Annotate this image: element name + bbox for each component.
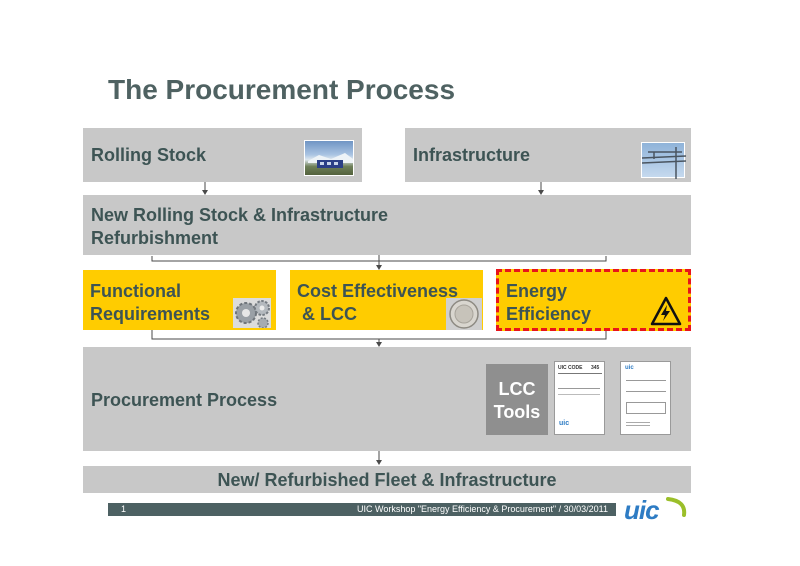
doc2-logo: uic bbox=[625, 365, 634, 371]
euro-coin-icon bbox=[449, 299, 479, 329]
doc1-logo: uic bbox=[559, 420, 570, 427]
rolling-stock-label: Rolling Stock bbox=[91, 145, 207, 165]
functional-requirements-box: Functional Requirements bbox=[83, 270, 276, 330]
lcc-label-line1: LCC bbox=[498, 379, 536, 399]
footer-text: UIC Workshop "Energy Efficiency & Procur… bbox=[356, 504, 608, 514]
uic-logo: UIC bbox=[624, 493, 690, 529]
refurbishment-box: New Rolling Stock & Infrastructure Refur… bbox=[83, 195, 691, 255]
procurement-process-box: Procurement Process LCC Tools UIC CODE 3… bbox=[83, 347, 691, 451]
fleet-box: New/ Refurbished Fleet & Infrastructure bbox=[83, 466, 691, 493]
doc2-footer-lines bbox=[626, 422, 650, 426]
infrastructure-label: Infrastructure bbox=[413, 145, 531, 165]
doc2-text-lines bbox=[626, 380, 666, 392]
infrastructure-box: Infrastructure bbox=[405, 128, 691, 182]
lcc-tools-box: LCC Tools bbox=[486, 364, 548, 435]
doc1-header: UIC CODE bbox=[558, 365, 583, 371]
train-shape-icon bbox=[308, 153, 353, 168]
fleet-label: New/ Refurbished Fleet & Infrastructure bbox=[217, 470, 557, 490]
rolling-stock-box: Rolling Stock bbox=[83, 128, 362, 182]
energy-label-line2: Efficiency bbox=[506, 304, 592, 324]
gears-photo bbox=[233, 298, 271, 329]
uic-logo-text: UIC bbox=[624, 495, 660, 525]
procurement-label: Procurement Process bbox=[91, 390, 278, 410]
energy-label-line1: Energy bbox=[506, 281, 568, 301]
high-voltage-warning-icon bbox=[650, 296, 682, 326]
euro-coin-photo bbox=[446, 298, 482, 330]
refurbishment-label-line2: Refurbishment bbox=[91, 228, 219, 248]
cost-label-line1: Cost Effectiveness bbox=[297, 281, 459, 301]
functional-label-line2: Requirements bbox=[90, 304, 211, 324]
doc1-text-lines bbox=[558, 388, 600, 395]
catenary-photo bbox=[641, 142, 687, 179]
doc1-rule bbox=[558, 373, 602, 374]
page-number: 1 bbox=[121, 504, 127, 514]
refurbishment-label-line1: New Rolling Stock & Infrastructure bbox=[91, 205, 389, 225]
doc1-number: 345 bbox=[591, 365, 600, 371]
train-photo bbox=[304, 140, 354, 176]
catenary-mast-icon bbox=[641, 147, 687, 179]
energy-efficiency-box: Energy Efficiency bbox=[496, 269, 691, 331]
lcc-guideline-document-thumbnail: uic bbox=[620, 361, 671, 435]
lcc-label-line2: Tools bbox=[493, 402, 541, 422]
slide-title: The Procurement Process bbox=[108, 74, 456, 105]
doc2-table bbox=[626, 402, 666, 414]
functional-label-line1: Functional bbox=[90, 281, 181, 301]
footer-bar: 1 UIC Workshop "Energy Efficiency & Proc… bbox=[108, 503, 616, 516]
uic-logo-graphic bbox=[666, 497, 687, 517]
uic-code-document-thumbnail: UIC CODE 345 uic bbox=[554, 361, 605, 435]
cost-label-line2: & LCC bbox=[297, 304, 357, 324]
gears-icon bbox=[235, 300, 270, 329]
cost-effectiveness-box: Cost Effectiveness & LCC bbox=[290, 270, 483, 330]
